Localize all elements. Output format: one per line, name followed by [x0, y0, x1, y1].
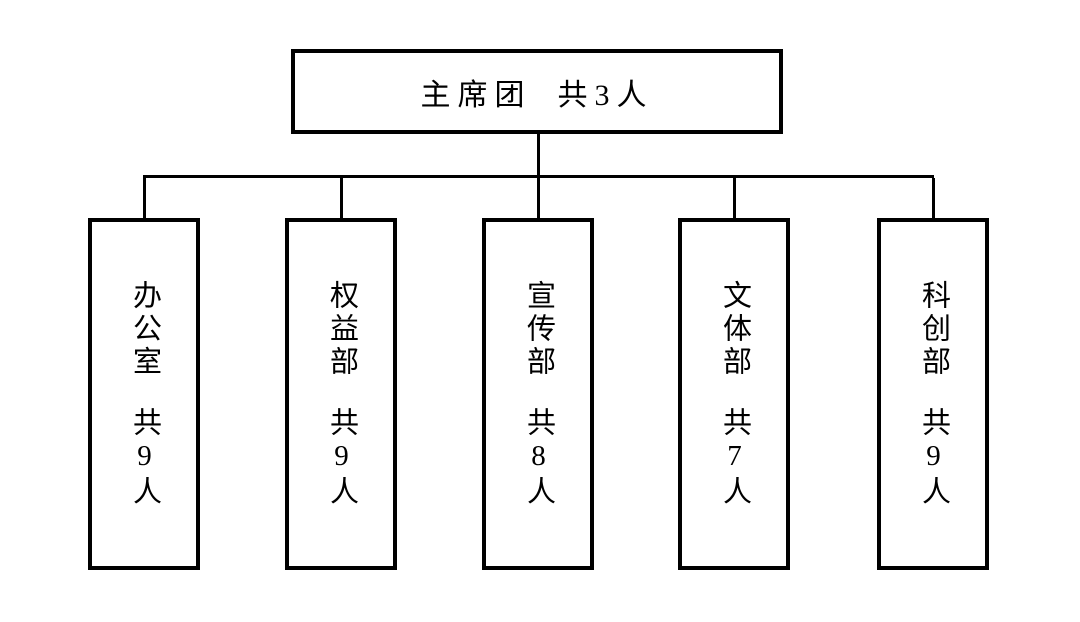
drop-line-culture-sports-dept — [733, 178, 736, 218]
drop-line-sci-innovation-dept — [932, 178, 935, 218]
rights-dept-name: 权益部 — [325, 279, 358, 379]
sci-innovation-dept-name: 科创部 — [917, 279, 950, 379]
publicity-dept-count: 共8人 — [522, 406, 555, 509]
drop-line-rights-dept — [340, 178, 343, 218]
office-name: 办公室 — [128, 279, 161, 379]
rights-dept-label: 权益部共9人 — [325, 279, 358, 509]
rights-dept-box: 权益部共9人 — [285, 218, 397, 570]
presidium-label: 主席团共3人 — [421, 70, 654, 114]
presidium-name: 主席团 — [420, 78, 532, 112]
sci-innovation-dept-label: 科创部共9人 — [917, 279, 950, 509]
rights-dept-count: 共9人 — [325, 406, 358, 509]
publicity-dept-label: 宣传部共8人 — [522, 279, 555, 509]
culture-sports-dept-count: 共7人 — [718, 406, 751, 509]
publicity-dept-box: 宣传部共8人 — [482, 218, 594, 570]
sci-innovation-dept-box: 科创部共9人 — [877, 218, 989, 570]
office-box: 办公室共9人 — [88, 218, 200, 570]
office-label: 办公室共9人 — [128, 279, 161, 509]
drop-line-office — [143, 178, 146, 218]
sci-innovation-dept-count: 共9人 — [917, 406, 950, 509]
connector-bus-line — [143, 175, 934, 178]
culture-sports-dept-name: 文体部 — [718, 279, 751, 379]
presidium-box: 主席团共3人 — [291, 49, 783, 134]
culture-sports-dept-label: 文体部共7人 — [718, 279, 751, 509]
office-count: 共9人 — [128, 406, 161, 509]
culture-sports-dept-box: 文体部共7人 — [678, 218, 790, 570]
presidium-count: 共3人 — [557, 78, 654, 112]
publicity-dept-name: 宣传部 — [522, 279, 555, 379]
